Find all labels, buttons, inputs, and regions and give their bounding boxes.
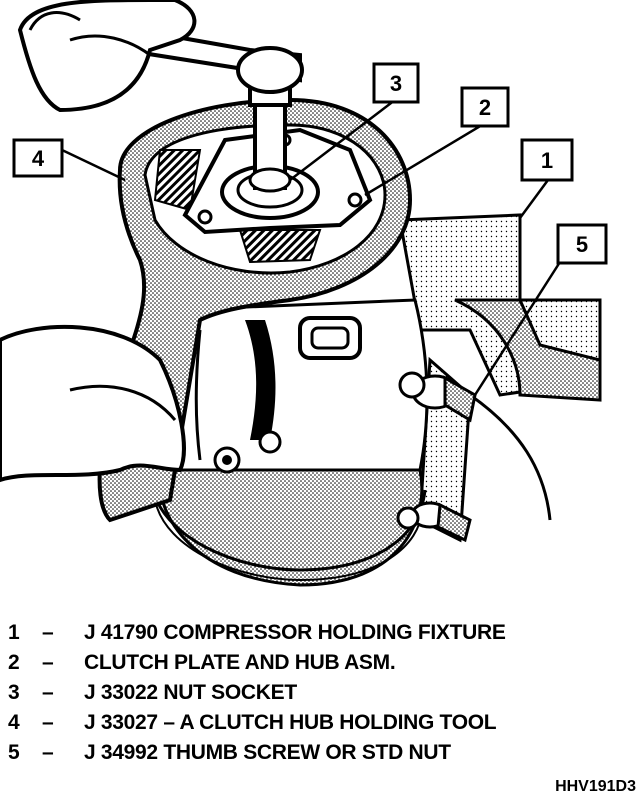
svg-text:2: 2 bbox=[479, 95, 491, 120]
legend-text: J 33027 – A CLUTCH HUB HOLDING TOOL bbox=[84, 711, 497, 734]
legend-dash: – bbox=[42, 741, 54, 764]
thumb-screws bbox=[396, 371, 477, 543]
svg-text:5: 5 bbox=[576, 232, 588, 257]
leader-line-1 bbox=[518, 179, 550, 219]
legend-dash: – bbox=[42, 711, 54, 734]
legend-text: J 33022 NUT SOCKET bbox=[84, 681, 297, 704]
svg-text:1: 1 bbox=[541, 148, 553, 173]
legend-item: 2 – CLUTCH PLATE AND HUB ASM. bbox=[8, 648, 633, 678]
legend-dash: – bbox=[42, 621, 54, 644]
callout-2: 2 bbox=[460, 86, 510, 128]
technician-hands bbox=[0, 0, 197, 483]
parts-legend: 1 – J 41790 COMPRESSOR HOLDING FIXTURE 2… bbox=[8, 618, 633, 768]
legend-number: 1 bbox=[8, 621, 20, 644]
legend-text: J 41790 COMPRESSOR HOLDING FIXTURE bbox=[84, 621, 506, 644]
figure-code: HHV191D3 bbox=[555, 778, 636, 795]
legend-number: 5 bbox=[8, 741, 20, 764]
leader-line-3 bbox=[289, 99, 396, 181]
compressor-clutch-illustration: 1 2 3 4 5 bbox=[0, 0, 608, 587]
legend-number: 2 bbox=[8, 651, 20, 674]
legend-item: 5 – J 34992 THUMB SCREW OR STD NUT bbox=[8, 738, 633, 768]
leader-line-5 bbox=[473, 261, 562, 396]
compressor-body bbox=[148, 298, 429, 587]
svg-text:4: 4 bbox=[32, 146, 45, 171]
callout-3: 3 bbox=[372, 62, 420, 104]
nut-socket-and-ratchet bbox=[55, 17, 304, 193]
svg-text:3: 3 bbox=[390, 71, 402, 96]
callout-1: 1 bbox=[520, 138, 574, 182]
legend-item: 4 – J 33027 – A CLUTCH HUB HOLDING TOOL bbox=[8, 708, 633, 738]
legend-number: 3 bbox=[8, 681, 20, 704]
callout-5: 5 bbox=[556, 223, 608, 265]
leader-line-2 bbox=[364, 123, 483, 197]
leader-line-4 bbox=[61, 148, 126, 182]
legend-dash: – bbox=[42, 651, 54, 674]
callout-4: 4 bbox=[12, 138, 64, 178]
legend-item: 1 – J 41790 COMPRESSOR HOLDING FIXTURE bbox=[8, 618, 633, 648]
legend-text: CLUTCH PLATE AND HUB ASM. bbox=[84, 651, 396, 674]
legend-number: 4 bbox=[8, 711, 20, 734]
legend-dash: – bbox=[42, 681, 54, 704]
legend-item: 3 – J 33022 NUT SOCKET bbox=[8, 678, 633, 708]
legend-text: J 34992 THUMB SCREW OR STD NUT bbox=[84, 741, 451, 764]
